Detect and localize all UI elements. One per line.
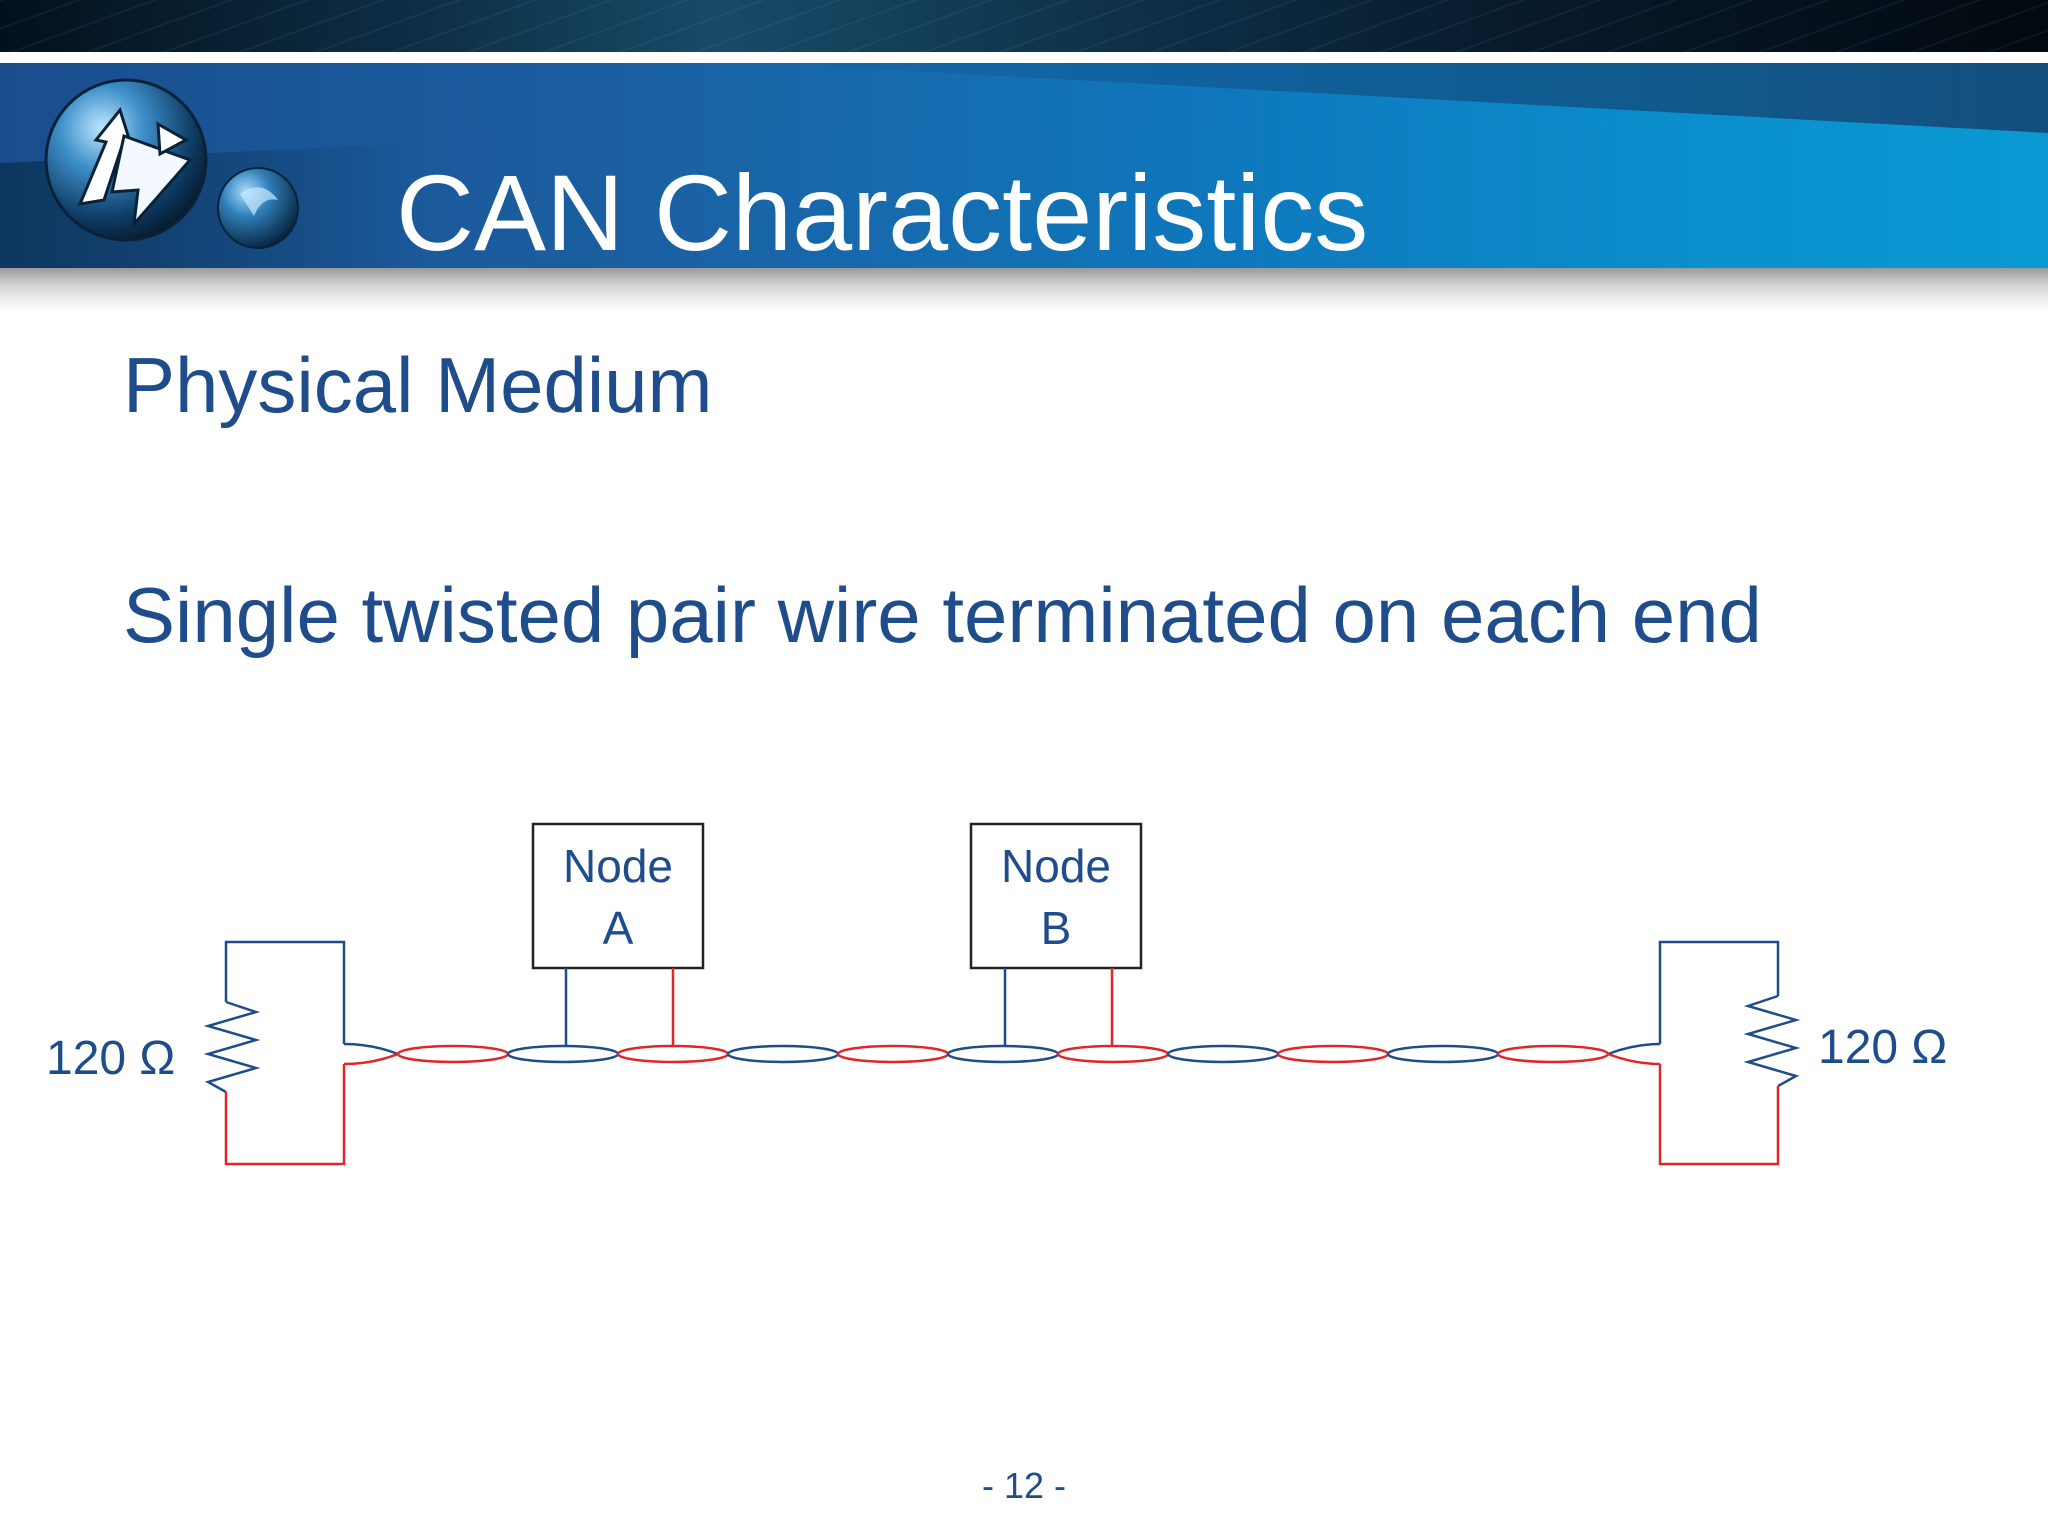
node-b: Node B	[969, 822, 1143, 1046]
header-shadow-band	[0, 268, 2048, 312]
company-logo	[40, 74, 310, 264]
node-a-label-line2: A	[603, 902, 634, 954]
terminator-left	[203, 940, 346, 1166]
can-bus-diagram: Node A Node B 120 Ω 120 Ω	[46, 822, 1947, 1166]
terminator-right	[1658, 940, 1801, 1166]
page-number: - 12 -	[981, 1465, 1067, 1506]
header-texture-strip	[0, 0, 2048, 52]
body-text: Single twisted pair wire terminated on e…	[123, 571, 1762, 659]
node-a-label-line1: Node	[563, 840, 673, 892]
node-b-label-line1: Node	[1001, 840, 1111, 892]
terminator-right-label: 120 Ω	[1818, 1021, 1947, 1074]
terminator-left-label: 120 Ω	[46, 1032, 175, 1085]
twisted-pair-wire	[343, 1042, 1661, 1066]
title-banner: CAN Characteristics	[0, 63, 2048, 268]
slide-title: CAN Characteristics	[396, 152, 1369, 268]
node-a: Node A	[531, 822, 705, 1046]
section-heading: Physical Medium	[123, 341, 713, 429]
node-b-label-line2: B	[1041, 902, 1072, 954]
header-divider	[0, 52, 2048, 63]
